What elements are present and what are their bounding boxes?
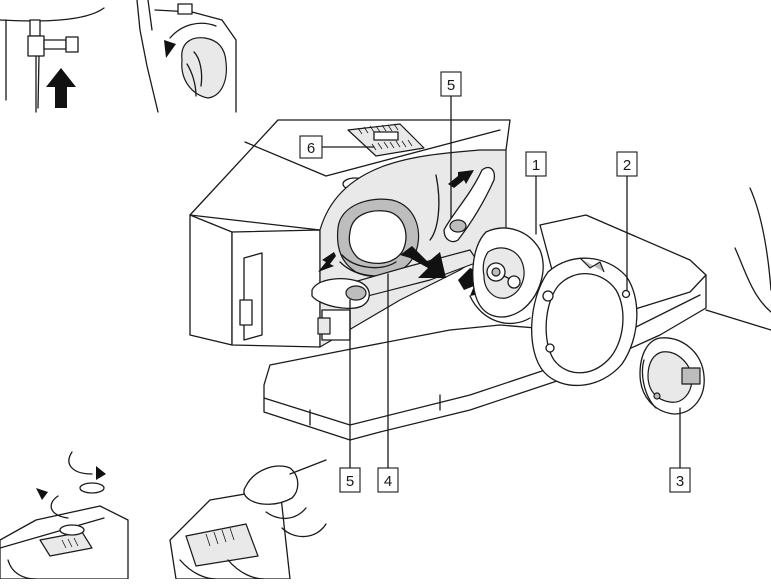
svg-text:5: 5 <box>447 77 455 94</box>
part-2-retaining-ring <box>532 258 637 385</box>
inset-remove-needle-plate <box>0 452 128 579</box>
callout-1: 1 <box>526 152 546 176</box>
inset-lift-needle-plate <box>170 460 326 579</box>
svg-text:5: 5 <box>346 473 354 490</box>
rotate-arrow-icon <box>164 40 176 58</box>
svg-text:2: 2 <box>623 157 631 174</box>
callout-3: 3 <box>670 468 690 492</box>
part-3-bobbin-case <box>640 338 704 414</box>
svg-text:3: 3 <box>676 473 684 490</box>
callout-6: 6 <box>300 136 322 158</box>
svg-text:6: 6 <box>307 140 315 157</box>
up-arrow-icon <box>46 68 76 108</box>
callout-5-top: 5 <box>441 72 461 96</box>
callout-4: 4 <box>378 468 398 492</box>
callout-2: 2 <box>617 152 637 176</box>
screw-arrow-bottom-icon <box>36 488 48 500</box>
svg-text:1: 1 <box>532 157 540 174</box>
screw-arrow-top-icon <box>96 466 106 480</box>
inset-raise-needle <box>0 8 104 112</box>
svg-text:4: 4 <box>384 473 392 490</box>
callout-5-bottom: 5 <box>340 468 360 492</box>
inset-turn-handwheel <box>137 0 236 112</box>
part-1-hook <box>470 228 543 323</box>
